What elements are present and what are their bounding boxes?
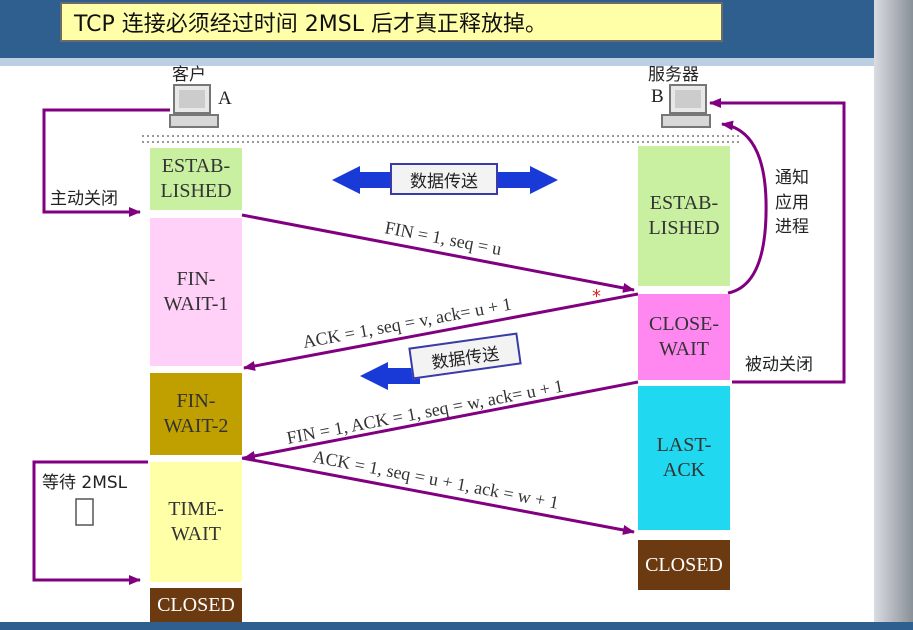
client-state-fin-wait-1: FIN- WAIT-1 (150, 218, 242, 366)
right-edge (874, 0, 913, 630)
fin2-label: FIN = 1, ACK = 1, seq = w, ack= u + 1 (285, 376, 565, 448)
active-close-label: 主动关闭 (50, 189, 118, 209)
server-state-established: ESTAB- LISHED (638, 146, 730, 286)
placeholder-box (75, 498, 94, 526)
server-state-last-ack: LAST- ACK (638, 386, 730, 530)
ack2-arrow (241, 456, 635, 535)
fin1-arrow (241, 213, 635, 293)
client-state-established: ESTAB- LISHED (150, 148, 242, 210)
active-close-arrow (42, 108, 170, 217)
cursor-marker: * (592, 286, 601, 307)
client-state-time-wait: TIME- WAIT (150, 462, 242, 582)
passive-close-label: 被动关闭 (745, 355, 813, 375)
wait-2msl-label: 等待 2MSL (42, 473, 128, 493)
notify-app-arrow (721, 120, 768, 295)
banner-strip (0, 58, 913, 66)
title-box: TCP 连接必须经过时间 2MSL 后才真正释放掉。 (60, 2, 723, 42)
ack1-arrow (243, 292, 639, 371)
client-state-closed: CLOSED (150, 588, 242, 622)
data-transfer-arrow (360, 362, 420, 390)
data-transfer-box-top: 数据传送 (390, 163, 498, 195)
server-name: 服务器 (648, 65, 699, 85)
server-computer-icon (661, 84, 711, 128)
fin2-arrow (243, 380, 639, 461)
bottom-bar (0, 622, 913, 630)
client-state-fin-wait-2: FIN- WAIT-2 (150, 373, 242, 455)
notify-app-label: 通知 应用 进程 (775, 168, 809, 238)
server-letter: B (651, 86, 664, 107)
client-name: 客户 (172, 65, 206, 85)
wait-2msl-arrow (32, 460, 148, 585)
passive-close-arrow (709, 98, 846, 384)
client-computer-icon (169, 84, 219, 128)
server-state-close-wait: CLOSE- WAIT (638, 294, 730, 380)
page-title: TCP 连接必须经过时间 2MSL 后才真正释放掉。 (74, 12, 547, 37)
server-state-closed: CLOSED (638, 540, 730, 590)
client-letter: A (218, 88, 232, 109)
